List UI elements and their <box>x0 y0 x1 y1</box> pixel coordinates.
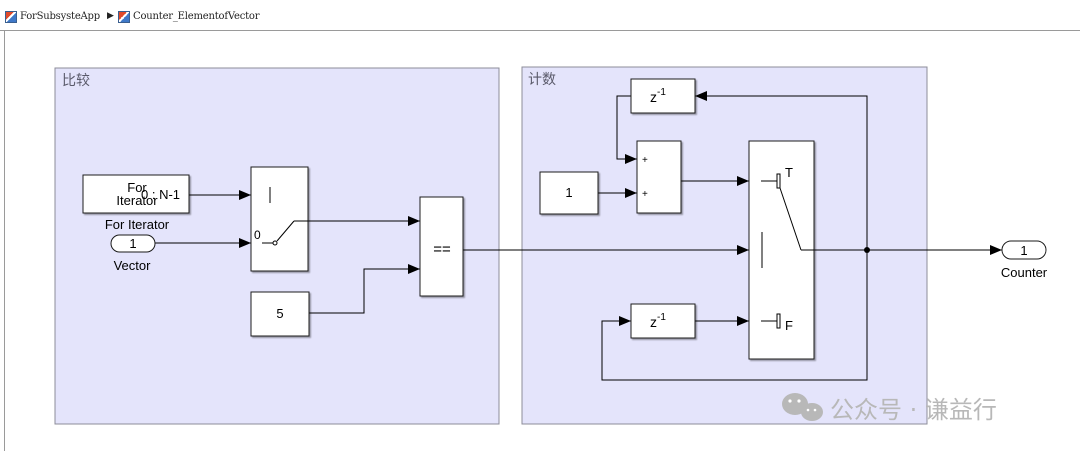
watermark-text: 公众号 · 谦益行 <box>830 396 997 424</box>
signal-feedback-to-delay-top <box>695 91 868 250</box>
breadcrumb: ForSubsysteApp ▶ Counter_ElementofVector <box>0 0 1080 31</box>
for-iterator-block[interactable]: For Iterator 0 : N-1 <box>82 174 190 214</box>
constant-1-value: 1 <box>565 185 572 200</box>
subsystem-icon <box>118 10 130 23</box>
inport-vector-number: 1 <box>129 236 136 251</box>
relational-operator-block[interactable]: == <box>419 196 464 297</box>
signal-lines <box>155 91 1002 381</box>
index-selector-block[interactable]: 0 <box>250 166 309 272</box>
constant-5-block[interactable]: 5 <box>250 291 310 337</box>
index-selector-port-label: 0 <box>254 228 261 242</box>
inport-vector-caption: Vector <box>114 258 152 273</box>
breadcrumb-separator: ▶ <box>107 10 114 20</box>
constant-5-value: 5 <box>276 306 283 321</box>
for-iterator-port-label: 0 : N-1 <box>141 187 180 202</box>
breadcrumb-item-subsystem[interactable]: Counter_ElementofVector <box>118 10 260 23</box>
outport-counter-number: 1 <box>1020 243 1027 258</box>
signal-delay-top-to-sum <box>616 95 637 164</box>
switch-label-true: T <box>785 165 793 180</box>
sum-sign-2: + <box>642 189 648 200</box>
breadcrumb-item-model[interactable]: ForSubsysteApp <box>5 10 100 23</box>
constant-1-block[interactable]: 1 <box>539 171 599 215</box>
for-iterator-caption: For Iterator <box>105 217 170 232</box>
canvas-left-border <box>4 31 5 451</box>
breadcrumb-label-subsystem: Counter_ElementofVector <box>133 11 260 22</box>
switch-block[interactable]: T F <box>748 140 815 360</box>
outport-counter[interactable]: 1 <box>1001 240 1047 260</box>
breadcrumb-label-model: ForSubsysteApp <box>20 11 100 22</box>
inport-vector[interactable]: 1 <box>110 234 156 253</box>
signal-const5-to-relational <box>309 264 420 314</box>
relational-operator-symbol: == <box>433 241 451 258</box>
outport-counter-caption: Counter <box>1001 265 1048 280</box>
model-icon <box>5 10 17 23</box>
sum-block[interactable]: + + <box>636 140 682 214</box>
area-count[interactable]: 计数 <box>521 66 928 425</box>
area-label-count: 计数 <box>528 72 556 88</box>
for-iterator-title-line1: For <box>127 180 147 195</box>
delay-top-block[interactable]: z-1 <box>630 78 696 114</box>
sum-sign-1: + <box>642 155 648 166</box>
signal-feedback-to-delay-bottom <box>601 250 868 381</box>
area-label-compare: 比较 <box>62 73 90 89</box>
branch-point <box>864 247 870 253</box>
delay-bottom-block[interactable]: z-1 <box>630 303 696 339</box>
for-iterator-title-line2: Iterator <box>116 193 158 208</box>
delay-top-text: z-1 <box>650 87 666 105</box>
switch-label-false: F <box>785 318 793 333</box>
wechat-icon <box>782 393 823 421</box>
delay-bottom-text: z-1 <box>650 312 666 330</box>
watermark: 公众号 · 谦益行 <box>782 393 997 424</box>
